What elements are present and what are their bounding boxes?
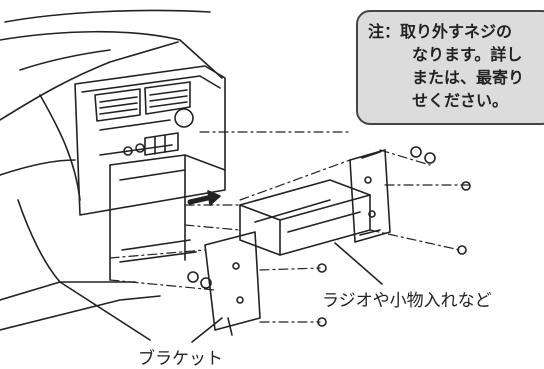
screws <box>187 146 471 327</box>
bracket-label: ブラケット <box>138 349 223 369</box>
warning-note: 注：取り外すネジの なります。詳し または、最寄り せください。 <box>356 10 544 125</box>
note-line: せください。 <box>412 91 509 110</box>
center-console <box>74 65 226 281</box>
dashboard-body <box>0 9 223 341</box>
note-line: なります。詳し <box>412 45 523 64</box>
left-bracket <box>204 231 261 336</box>
radio-box <box>239 179 371 256</box>
note-line: 注：取り外すネジの <box>368 22 513 41</box>
note-line: または、最寄り <box>412 68 525 87</box>
radio-box-label: ラジオや小物入れなど <box>322 291 492 311</box>
bracket-leader-line <box>191 317 223 343</box>
radio-leader-line <box>334 242 383 285</box>
right-bracket <box>349 149 391 243</box>
